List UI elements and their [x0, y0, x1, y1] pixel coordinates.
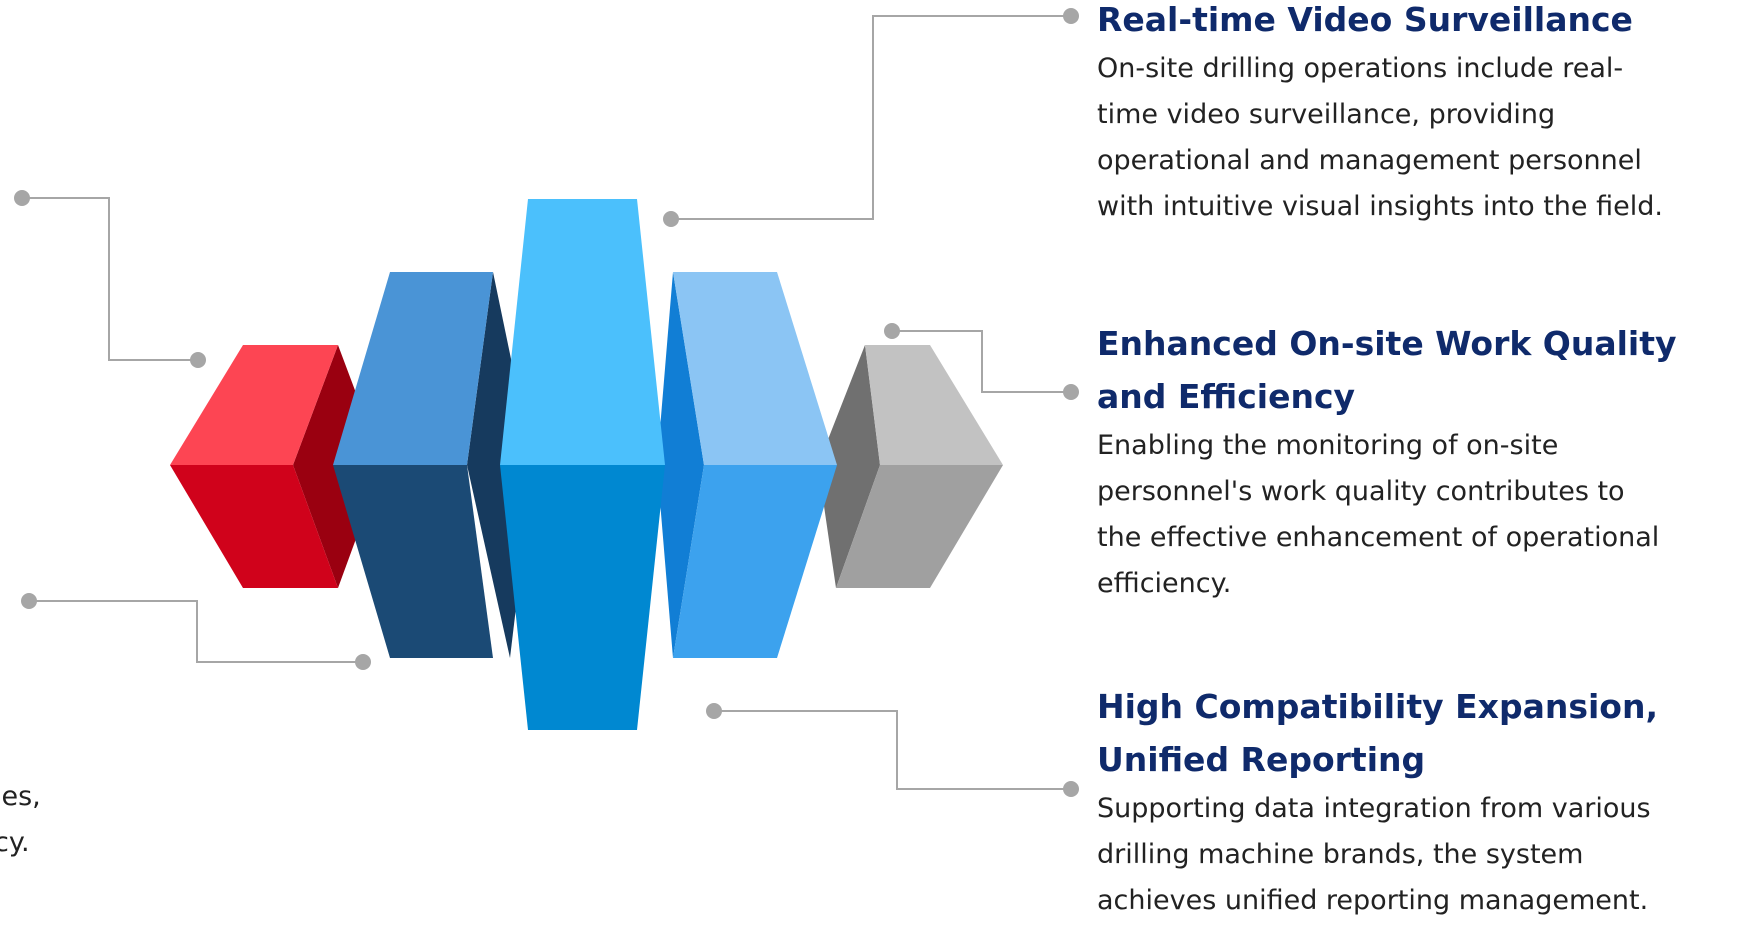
red-block-front [170, 465, 338, 588]
connector-top-left [22, 197, 198, 361]
connector-dot [14, 190, 30, 206]
light-blue-block-front [673, 465, 837, 658]
title-line: Enhanced On-site Work Quality [1097, 324, 1677, 363]
clipped-text-fragment: les, [0, 781, 41, 812]
description-line: achieves unified reporting management. [1097, 885, 1649, 916]
connector-bottom-right [714, 710, 1071, 790]
feature-title: Enhanced On-site Work Quality and Effici… [1097, 317, 1757, 423]
red-block-top [170, 345, 338, 465]
dark-blue-block-front [333, 465, 493, 658]
description-line: personnel's work quality contributes to [1097, 476, 1625, 507]
connector-dot [1063, 8, 1079, 24]
title-line: Unified Reporting [1097, 740, 1426, 779]
gray-block-front [836, 465, 1003, 588]
light-blue-block-side [657, 272, 704, 658]
gray-block [818, 345, 1003, 588]
light-blue-block [657, 272, 837, 658]
connector-bottom-left [29, 600, 363, 663]
description-line: On-site drilling operations include real… [1097, 53, 1624, 84]
connector-dot [706, 703, 722, 719]
title-line: High Compatibility Expansion, [1097, 687, 1658, 726]
title-line: and Efficiency [1097, 377, 1356, 416]
description-line: the effective enhancement of operational [1097, 522, 1660, 553]
connector-top-right [671, 15, 1071, 220]
connector-dot [1063, 781, 1079, 797]
description-line: operational and management personnel [1097, 145, 1642, 176]
gray-block-top [865, 345, 1003, 465]
connector-dot [21, 593, 37, 609]
gray-block-side [818, 345, 880, 588]
light-blue-block-top [673, 272, 837, 465]
feature-work-quality: Enhanced On-site Work Quality and Effici… [1097, 317, 1757, 607]
cyan-block-top [500, 199, 665, 465]
feature-compatibility: High Compatibility Expansion, Unified Re… [1097, 680, 1757, 924]
description-line: Enabling the monitoring of on-site [1097, 430, 1559, 461]
description-line: efficiency. [1097, 568, 1232, 599]
connector-mid-right [892, 330, 1071, 393]
connector-lines [22, 15, 1071, 790]
feature-description: Supporting data integration from various… [1097, 786, 1757, 924]
description-line: drilling machine brands, the system [1097, 839, 1584, 870]
dark-blue-block-top [333, 272, 493, 465]
connector-dot [190, 352, 206, 368]
cyan-block [500, 199, 665, 730]
feature-title: Real-time Video Surveillance [1097, 0, 1633, 39]
connector-dot [663, 211, 679, 227]
description-line: time video surveillance, providing [1097, 99, 1556, 130]
connector-dot [1063, 384, 1079, 400]
description-line: with intuitive visual insights into the … [1097, 191, 1663, 222]
feature-title: High Compatibility Expansion, Unified Re… [1097, 680, 1757, 786]
feature-description: On-site drilling operations include real… [1097, 46, 1757, 230]
cyan-block-front [500, 465, 665, 730]
feature-video-surveillance: Real-time Video Surveillance On-site dri… [1097, 0, 1757, 230]
connector-dot [884, 323, 900, 339]
feature-description: Enabling the monitoring of on-site perso… [1097, 423, 1757, 607]
connector-dot [355, 654, 371, 670]
description-line: Supporting data integration from various [1097, 793, 1651, 824]
clipped-text-fragment: cy. [0, 827, 30, 858]
connector-dots [14, 8, 1079, 797]
